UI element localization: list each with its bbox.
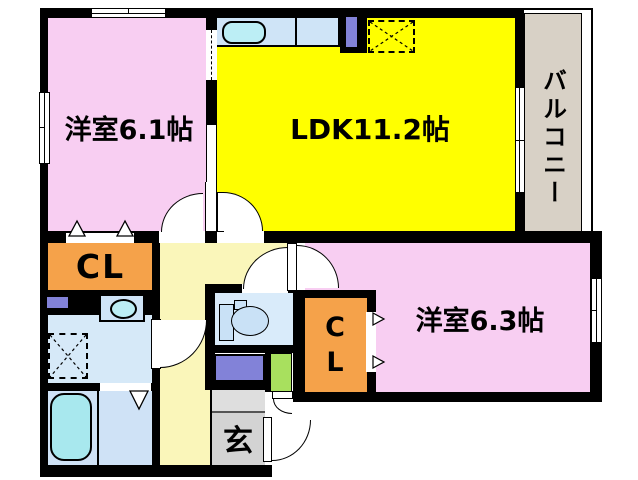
kitchen-counter-divider	[295, 17, 297, 46]
wall-vanity-right	[143, 293, 160, 315]
toilet-bowl	[231, 306, 269, 336]
wall-ldk-right-upper	[515, 8, 524, 90]
window-ldk-balcony	[515, 87, 525, 193]
folding-door-triangle	[115, 219, 135, 237]
opening-bedroom1-door	[159, 231, 205, 243]
corridor-low	[205, 390, 212, 465]
bathtub	[50, 393, 92, 461]
room-entrance-upper	[212, 390, 265, 412]
room-bedroom1	[48, 18, 206, 231]
washing-machine-space	[48, 333, 88, 379]
label-ldk: LDK11.2帖	[290, 113, 450, 146]
washbasin-bowl	[110, 299, 137, 319]
wall-bedroom2-bottom	[293, 392, 602, 402]
opening-closet1-door	[66, 233, 134, 243]
kitchen-sink	[222, 21, 266, 44]
opening-ldk-door	[217, 231, 264, 243]
refrigerator-space	[368, 20, 415, 53]
opening-bathroom-door	[100, 383, 151, 391]
room-closet2	[305, 298, 367, 392]
folding-door-triangle	[128, 390, 150, 411]
bathroom-divider	[97, 391, 99, 465]
wall-top	[40, 8, 523, 18]
door-jamb-strip	[205, 182, 217, 231]
label-closet1: CL	[75, 246, 126, 286]
washroom-shelf	[47, 297, 68, 308]
opening-dashed-upper	[206, 30, 217, 80]
refrigerator-space-cross	[369, 21, 414, 52]
folding-door-triangle	[67, 219, 87, 237]
wall-entrance-top	[205, 382, 270, 390]
window-bedroom1-top	[91, 8, 166, 18]
label-bedroom2: 洋室6.3帖	[415, 305, 545, 337]
shoe-cabinet	[214, 354, 265, 382]
opening-closet2-door	[366, 312, 376, 372]
label-closet2: CL	[325, 311, 345, 378]
label-bedroom1: 洋室6.1帖	[64, 114, 194, 146]
wall-purple-green-gap	[265, 353, 270, 392]
closet2-door-arrow	[372, 354, 386, 370]
wall-bedroom1-ldk	[206, 18, 217, 231]
wall-entrance-left-line	[210, 390, 212, 465]
wall-toilet-left	[205, 284, 215, 390]
room-washroom	[48, 315, 152, 383]
entrance-step-line	[212, 411, 265, 413]
storage-unit	[270, 353, 292, 392]
label-balcony: バルコニー	[538, 68, 567, 208]
opening-mid-window	[206, 125, 217, 184]
room-entrance-lower	[212, 411, 265, 465]
wall-toilet-bottom	[205, 345, 305, 353]
label-entrance: 玄	[223, 424, 253, 459]
window-bedroom1-left	[39, 92, 50, 164]
window-bedroom2-right	[591, 278, 602, 343]
room-closet1	[48, 240, 153, 290]
closet2-door-arrow	[372, 311, 386, 327]
wall-bottom-left	[40, 465, 272, 477]
wall-ldk-right-lower	[515, 190, 524, 243]
kitchen-unit	[346, 17, 357, 47]
wall-closet2-top	[293, 290, 376, 298]
